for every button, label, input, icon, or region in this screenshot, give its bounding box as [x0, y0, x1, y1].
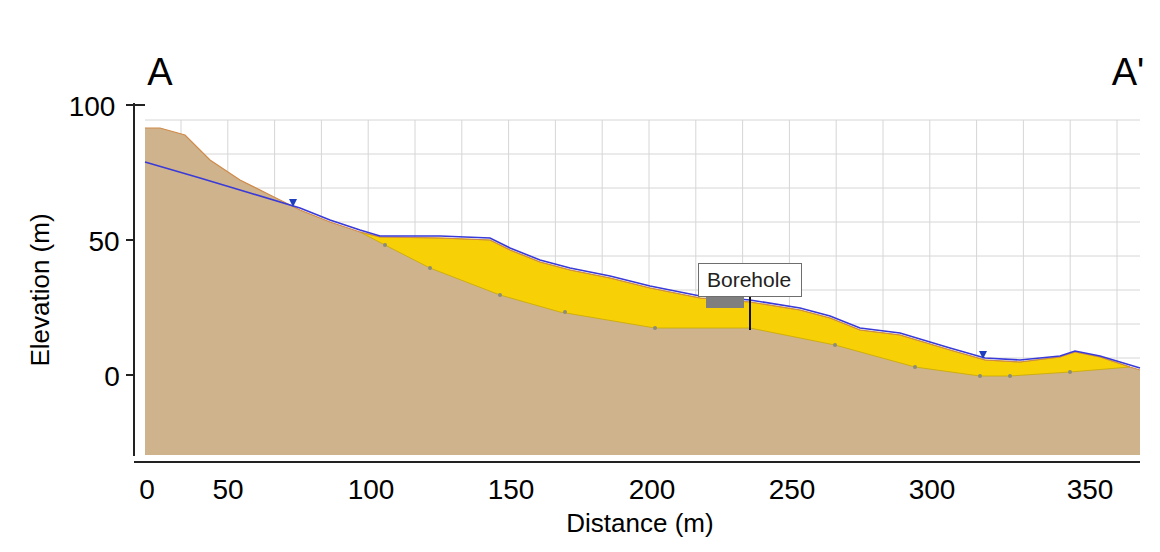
- section-end: A': [1112, 53, 1145, 91]
- borehole-screen: [706, 296, 744, 308]
- water-markers: [289, 199, 987, 359]
- water-table: [145, 162, 1140, 368]
- borehole-line: [749, 292, 751, 330]
- axis-tick: 100: [348, 476, 395, 504]
- axis-tick: 0: [104, 363, 120, 391]
- axis-title: Distance (m): [566, 510, 713, 536]
- axis-tick: 100: [69, 93, 116, 121]
- section-end: A: [147, 53, 172, 91]
- axis-tick: 350: [1067, 476, 1114, 504]
- axis-tick: 0: [139, 476, 155, 504]
- axis-tick: 200: [629, 476, 676, 504]
- grid: [145, 120, 1140, 455]
- axis-title: Elevation (m): [27, 213, 53, 366]
- axis-tick: 250: [769, 476, 816, 504]
- axis-tick: 50: [212, 476, 243, 504]
- label-text: Borehole: [707, 269, 793, 290]
- deposit-layer: [360, 232, 1130, 376]
- axis-tick: 300: [909, 476, 956, 504]
- grid-line: [145, 188, 1140, 189]
- label-box: Borehole: [698, 263, 802, 297]
- axis-tick: 50: [88, 228, 119, 256]
- grid-line: [145, 120, 1140, 121]
- axis-tick: 150: [488, 476, 535, 504]
- axes: [126, 103, 1140, 462]
- bedrock: [145, 128, 1140, 455]
- boundary-points: [383, 243, 1072, 378]
- grid-line: [145, 154, 1140, 155]
- ground-surface: [145, 128, 1140, 370]
